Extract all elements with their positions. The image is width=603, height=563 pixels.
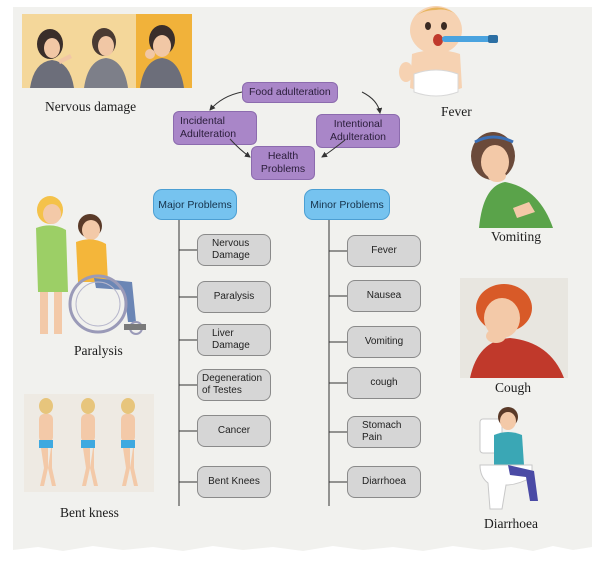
major-item-cancer: Cancer: [197, 415, 271, 447]
caption-cough: Cough: [495, 380, 532, 395]
caption-nervous-damage: Nervous damage: [45, 99, 137, 114]
fever-illustration: [399, 6, 498, 97]
caption-diarrhoea: Diarrhoea: [484, 516, 538, 531]
major-item-liver-damage: Liver Damage: [197, 324, 271, 356]
major-item-bent-knees: Bent Knees: [197, 466, 271, 498]
caption-paralysis: Paralysis: [74, 343, 123, 358]
bent-knees-illustration: [24, 394, 154, 492]
intentional-adulteration-box: Intentional Adulteration: [316, 114, 400, 148]
major-item-degeneration-of-testes: Degeneration of Testes: [197, 369, 271, 401]
health-problems-box: Health Problems: [251, 146, 315, 180]
food-adulteration-box: Food adulteration: [242, 82, 338, 103]
incidental-adulteration-box: Incidental Adulteration: [173, 111, 257, 145]
torn-edge: [13, 538, 592, 551]
caption-fever: Fever: [441, 104, 472, 119]
cough-illustration: [460, 278, 568, 378]
diarrhoea-illustration: [479, 407, 538, 510]
minor-problems-heading: Minor Problems: [304, 189, 390, 220]
nervous-damage-illustration: [22, 14, 192, 88]
major-problems-heading: Major Problems: [153, 189, 237, 220]
minor-item-cough: cough: [347, 367, 421, 399]
minor-item-nausea: Nausea: [347, 280, 421, 312]
caption-bent-knees: Bent kness: [60, 505, 119, 520]
minor-item-vomiting: Vomiting: [347, 326, 421, 358]
minor-item-stomach-pain: Stomach Pain: [347, 416, 421, 448]
major-item-paralysis: Paralysis: [197, 281, 271, 313]
caption-vomiting: Vomiting: [491, 229, 542, 244]
paralysis-illustration: [36, 196, 146, 335]
minor-item-fever: Fever: [347, 235, 421, 267]
vomiting-illustration: [471, 132, 553, 228]
major-item-nervous-damage: Nervous Damage: [197, 234, 271, 266]
minor-item-diarrhoea: Diarrhoea: [347, 466, 421, 498]
